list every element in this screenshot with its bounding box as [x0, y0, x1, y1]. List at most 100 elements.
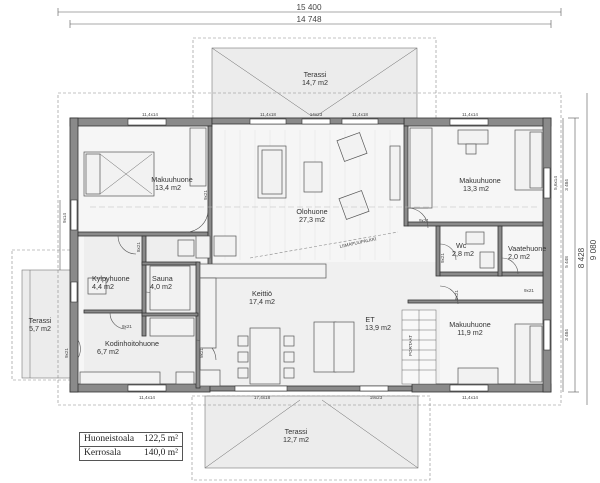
door-label-6: 8x21 [136, 242, 141, 252]
legend-row-huoneistoala: Huoneistoala 122,5 m² [80, 433, 182, 446]
stairs-annotation: PORTAAT [408, 335, 413, 356]
stove [195, 235, 211, 259]
dim-right-seg-3: 3 484 [564, 329, 569, 341]
bed-nw [83, 151, 155, 197]
dim-right-outer: 9 080 [589, 239, 598, 260]
room-area-kodinhoitohuone: 6,7 m2 [97, 347, 119, 356]
dim-left-upper: 9x14 [62, 213, 67, 223]
room-area-kylpyhuone: 4,4 m2 [92, 282, 114, 291]
dim-top-inner: 14 748 [296, 15, 321, 24]
area-legend: Huoneistoala 122,5 m² Kerrosala 140,0 m² [79, 432, 183, 461]
wardrobe-nw [189, 127, 207, 187]
legend-value: 122,5 m² [144, 434, 178, 444]
window-label-7: 17,4x18 [254, 395, 271, 400]
room-name-makuuhuone-nw: Makuuhuone [151, 175, 193, 184]
dim-right-seg-1: 3 484 [564, 179, 569, 191]
room-name-olohuone: Olohuone [296, 207, 327, 216]
room-name-kylpyhuone: Kylpyhuone [92, 274, 130, 283]
room-area-terassi-south: 12,7 m2 [283, 435, 309, 444]
window-label-1: 11,4x14 [142, 112, 158, 117]
room-name-terassi-south: Terassi [285, 427, 308, 436]
glulam-beam-line [249, 231, 399, 259]
door-label-7: 9x21 [122, 324, 132, 329]
room-area-terassi-west: 5,7 m2 [29, 324, 51, 333]
coffee-table [303, 161, 323, 193]
room-name-makuuhuone-ne: Makuuhuone [459, 176, 501, 185]
door-label-1: 9x21 [203, 190, 208, 200]
terrace-west [11, 249, 75, 381]
windows [70, 118, 551, 392]
room-name-sauna: Sauna [152, 274, 173, 283]
kitchen-island [313, 321, 337, 373]
room-labels: Terassi 14,7 m2 Makuuhuone 13,4 m2 Olohu… [29, 70, 547, 444]
door-label-8: 9x21 [199, 348, 204, 358]
dim-right-inner: 8 428 [577, 247, 586, 268]
legend-label: Kerrosala [84, 448, 121, 458]
chair-ne [465, 143, 477, 155]
stairs [401, 309, 437, 385]
window-label-8: 11,4x14 [462, 395, 478, 400]
room-name-wc: Wc [456, 241, 467, 250]
fireplace [213, 235, 237, 257]
kitchen-counter [199, 263, 327, 387]
desk-ne [457, 129, 489, 145]
room-area-et: 13,9 m2 [365, 323, 391, 332]
dining-set [237, 327, 295, 385]
armchair-2 [338, 190, 370, 220]
room-name-terassi-north: Terassi [304, 70, 327, 79]
legend-value: 140,0 m² [144, 448, 178, 458]
legend-row-kerrosala: Kerrosala 140,0 m² [80, 446, 182, 460]
window-label-10: 5,6x14 [553, 176, 558, 190]
door-label-3: 9x21 [440, 253, 445, 263]
roof-outline [57, 92, 562, 406]
wc-toilet [479, 251, 495, 269]
desk-se [457, 367, 499, 385]
bed-se [514, 323, 544, 385]
door-label-4: 9x21 [524, 288, 534, 293]
door-label-9: 9x21 [64, 348, 69, 358]
room-area-keittio: 17,4 m2 [249, 297, 275, 306]
room-name-keittio: Keittiö [252, 289, 272, 298]
tv-cabinet [389, 145, 401, 201]
wardrobe-ne [409, 127, 433, 209]
room-area-sauna: 4,0 m2 [150, 282, 172, 291]
room-area-vaatehuone: 2,0 m2 [508, 252, 530, 261]
armchair-1 [336, 132, 368, 162]
door-label-2: 9x21 [419, 218, 429, 223]
room-area-makuuhuone-se: 11,9 m2 [457, 328, 482, 337]
window-label-3: 14x23 [310, 112, 323, 117]
window-label-6: 11,4x14 [139, 395, 155, 400]
toilet [87, 277, 107, 295]
window-label-2: 11,4x18 [260, 112, 276, 117]
wc-sink [465, 231, 485, 245]
window-label-5: 11,4x14 [462, 112, 478, 117]
sofa [257, 145, 287, 199]
sauna-stove-box [149, 317, 195, 337]
bench [333, 321, 355, 373]
room-name-et: ET [365, 315, 375, 324]
room-name-terassi-west: Terassi [29, 316, 52, 325]
interior-walls [77, 125, 544, 389]
room-name-kodinhoitohuone: Kodinhoitohuone [105, 339, 159, 348]
room-name-vaatehuone: Vaatehuone [508, 244, 546, 253]
dim-top-outer: 15 400 [296, 3, 321, 12]
washer [175, 371, 195, 385]
window-label-4: 11,4x18 [352, 112, 368, 117]
dim-right-seg-2: 5 448 [564, 256, 569, 268]
legend-label: Huoneistoala [84, 434, 135, 444]
room-area-olohuone: 27,3 m2 [299, 215, 325, 224]
terrace-north [192, 37, 437, 121]
room-name-makuuhuone-se: Makuuhuone [449, 320, 491, 329]
room-area-makuuhuone-ne: 13,3 m2 [463, 184, 489, 193]
bath-sink [177, 239, 195, 257]
room-area-wc: 2,8 m2 [452, 249, 474, 258]
bed-ne [514, 129, 544, 191]
sauna-bench [149, 265, 191, 311]
room-area-terassi-north: 14,7 m2 [302, 78, 328, 87]
dimension-lines [57, 8, 588, 405]
door-label-5: 9x21 [454, 290, 459, 300]
terrace-south [191, 395, 431, 481]
room-area-makuuhuone-nw: 13,4 m2 [155, 183, 181, 192]
